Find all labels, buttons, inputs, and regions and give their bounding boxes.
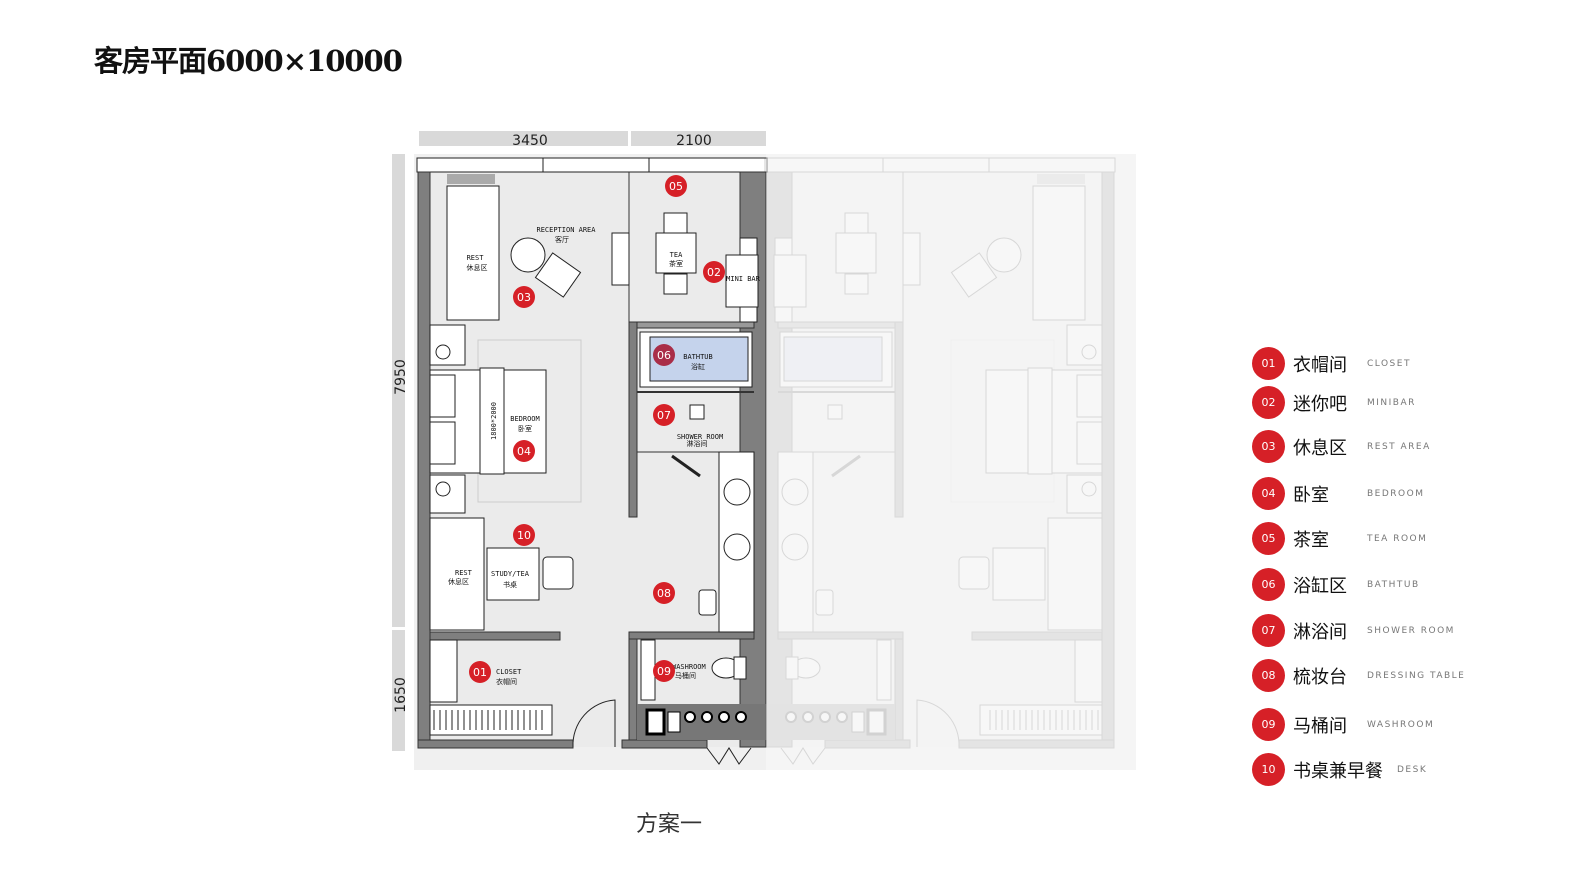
legend-en: Shower room (1367, 625, 1455, 636)
legend-cn: 马桶间 (1293, 715, 1347, 737)
page-title: 客房平面6000×10000 (94, 44, 403, 78)
legend-number-badge: 04 (1252, 477, 1285, 510)
label-shower: SHOWER ROOM (677, 433, 723, 441)
dimension-side-upper: 7950 (393, 359, 409, 395)
legend-number-badge: 02 (1252, 386, 1285, 419)
legend-item: 04 卧室 Bedroom (1252, 477, 1424, 510)
legend-en: Desk (1397, 764, 1428, 775)
marker-05: 05 (665, 175, 687, 197)
label-rest-2: REST (455, 569, 473, 577)
marker-08: 08 (653, 582, 675, 604)
legend-number-badge: 01 (1252, 347, 1285, 380)
svg-text:09: 09 (657, 665, 671, 678)
legend-number-badge: 10 (1252, 753, 1285, 786)
plan-labels: RECEPTION AREA 客厅 REST 休息区 TEA 茶室 MINI B… (448, 226, 761, 686)
legend-item: 02 迷你吧 Minibar (1252, 386, 1416, 419)
dimension-top-left: 3450 (512, 133, 548, 149)
dimension-bar-top-right (631, 131, 766, 146)
label-washroom: WASHROOM (672, 663, 706, 671)
legend-en: Closet (1367, 358, 1411, 369)
marker-01: 01 (469, 661, 491, 683)
legend-en: washroom (1367, 719, 1435, 730)
svg-text:03: 03 (517, 291, 531, 304)
legend-number-badge: 06 (1252, 568, 1285, 601)
legend-number-badge: 03 (1252, 430, 1285, 463)
legend-item: 07 淋浴间 Shower room (1252, 614, 1455, 647)
legend-en: Bathtub (1367, 579, 1420, 590)
legend-item: 05 茶室 Tea Room (1252, 522, 1427, 555)
label-tea: TEA (670, 251, 683, 259)
legend-cn: 浴缸区 (1293, 575, 1347, 597)
dimension-bar-side-lower (392, 630, 405, 751)
svg-text:04: 04 (517, 445, 531, 458)
legend-item: 09 马桶间 washroom (1252, 708, 1434, 741)
svg-text:06: 06 (657, 349, 671, 362)
label-bed-size: 1800*2000 (490, 402, 498, 440)
legend-en: Minibar (1367, 397, 1416, 408)
legend-item: 03 休息区 Rest area (1252, 430, 1431, 463)
legend-cn: 衣帽间 (1293, 354, 1347, 376)
legend-item: 01 衣帽间 Closet (1252, 347, 1411, 380)
legend-number-badge: 05 (1252, 522, 1285, 555)
label-tea-cn: 茶室 (669, 259, 683, 268)
label-study-cn: 书桌 (503, 580, 517, 589)
dimension-side-lower: 1650 (393, 677, 409, 713)
svg-text:08: 08 (657, 587, 671, 600)
legend-cn: 茶室 (1293, 529, 1329, 551)
label-shower-cn: 淋浴间 (687, 439, 708, 448)
legend-en: Tea Room (1367, 533, 1428, 544)
label-washroom-cn: 马桶间 (675, 671, 696, 680)
marker-07: 07 (653, 404, 675, 426)
legend-cn: 卧室 (1293, 484, 1329, 506)
legend-number-badge: 07 (1252, 614, 1285, 647)
legend-cn: 迷你吧 (1293, 393, 1347, 415)
label-bedroom: BEDROOM (510, 415, 540, 423)
label-bathtub: BATHTUB (683, 353, 713, 361)
dimension-bar-side-upper (392, 154, 405, 627)
legend-cn: 淋浴间 (1293, 621, 1347, 643)
marker-04: 04 (513, 440, 535, 462)
label-bedroom-cn: 卧室 (518, 424, 532, 433)
label-reception: RECEPTION AREA (536, 226, 596, 234)
marker-09: 09 (653, 660, 675, 682)
legend-item: 08 梳妆台 Dressing table (1252, 659, 1465, 692)
scheme-caption: 方案一 (636, 812, 703, 837)
label-rest-2-cn: 休息区 (448, 577, 469, 586)
plan-markers: 01 02 03 04 05 06 07 08 09 10 (469, 175, 725, 683)
svg-text:07: 07 (657, 409, 671, 422)
marker-03: 03 (513, 286, 535, 308)
label-closet-cn: 衣帽间 (496, 677, 517, 686)
label-minibar: MINI BAR (726, 275, 761, 283)
legend-en: Rest area (1367, 441, 1431, 452)
label-closet: CLOSET (496, 668, 522, 676)
legend-number-badge: 08 (1252, 659, 1285, 692)
ghost-overlay (766, 154, 1136, 770)
marker-06: 06 (653, 344, 675, 366)
legend-cn: 休息区 (1293, 437, 1347, 459)
dimension-bar-top-left (419, 131, 628, 146)
legend-en: Bedroom (1367, 488, 1425, 499)
legend-item: 06 浴缸区 Bathtub (1252, 568, 1420, 601)
legend-cn: 梳妆台 (1293, 666, 1347, 688)
marker-02: 02 (703, 261, 725, 283)
svg-text:10: 10 (517, 529, 531, 542)
legend-cn: 书桌兼早餐 (1293, 760, 1383, 782)
label-bathtub-cn: 浴缸 (691, 362, 705, 371)
svg-text:02: 02 (707, 266, 721, 279)
legend-en: Dressing table (1367, 670, 1466, 681)
label-study: STUDY/TEA (491, 570, 530, 578)
dimension-top-right: 2100 (676, 133, 712, 149)
svg-text:01: 01 (473, 666, 487, 679)
label-rest-cn: 休息区 (467, 263, 488, 272)
label-reception-cn: 客厅 (555, 235, 569, 244)
label-rest: REST (467, 254, 485, 262)
legend-number-badge: 09 (1252, 708, 1285, 741)
svg-text:05: 05 (669, 180, 683, 193)
marker-10: 10 (513, 524, 535, 546)
legend-item: 10 书桌兼早餐 Desk (1252, 753, 1427, 786)
